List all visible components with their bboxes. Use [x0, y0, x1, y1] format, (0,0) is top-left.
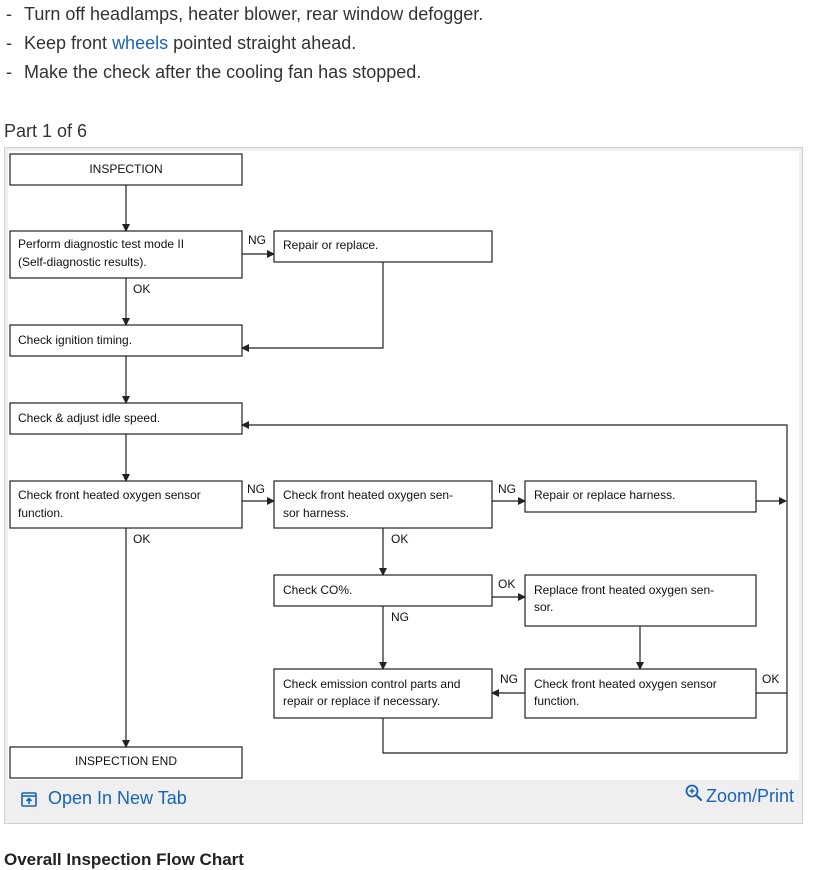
svg-text:repair or replace if necessary: repair or replace if necessary.: [283, 694, 440, 708]
svg-text:sor.: sor.: [534, 600, 553, 614]
box-ignition-timing: Check ignition timing.: [9, 324, 243, 357]
svg-text:function.: function.: [18, 506, 63, 520]
svg-text:(Self-diagnostic results).: (Self-diagnostic results).: [18, 255, 147, 269]
list-item: -Make the check after the cooling fan ha…: [6, 62, 422, 82]
box-repair-harness: Repair or replace harness.: [524, 480, 757, 513]
label-ng: NG: [500, 672, 518, 686]
svg-text:Repair or replace.: Repair or replace.: [283, 238, 378, 252]
label-ok: OK: [133, 532, 150, 546]
svg-text:Check front heated oxygen sens: Check front heated oxygen sensor: [534, 677, 717, 691]
zoom-print-button[interactable]: Zoom/Print: [684, 784, 794, 807]
figure-toolbar: Open In New Tab Zoom/Print: [5, 781, 802, 823]
list-item: -Turn off headlamps, heater blower, rear…: [6, 4, 484, 24]
open-in-new-tab-label: Open In New Tab: [48, 788, 187, 808]
part-indicator: Part 1 of 6: [4, 121, 88, 141]
svg-text:Check ignition timing.: Check ignition timing.: [18, 333, 132, 347]
open-in-new-tab-button[interactable]: Open In New Tab: [21, 788, 187, 809]
box-inspection: INSPECTION: [9, 153, 243, 186]
svg-text:Check front heated oxygen sen-: Check front heated oxygen sen-: [283, 488, 453, 502]
zoom-plus-icon: [685, 784, 703, 801]
precondition-list: -Turn off headlamps, heater blower, rear…: [6, 0, 483, 87]
svg-text:Repair or replace harness.: Repair or replace harness.: [534, 488, 675, 502]
wheels-link[interactable]: wheels: [112, 33, 169, 53]
label-ok: OK: [133, 282, 150, 296]
inspection-flowchart: INSPECTION Perform diagnostic test mode …: [9, 153, 788, 779]
bullet-text-end: pointed straight ahead.: [168, 33, 357, 53]
box-idle-speed: Check & adjust idle speed.: [9, 402, 243, 435]
box-o2-sensor-function: Check front heated oxygen sensor functio…: [9, 480, 243, 529]
svg-text:sor harness.: sor harness.: [283, 506, 349, 520]
svg-text:INSPECTION: INSPECTION: [89, 162, 162, 176]
svg-text:function.: function.: [534, 694, 579, 708]
bullet-text: Make the check after the cooling fan has…: [24, 62, 422, 82]
box-o2-sensor-function-recheck: Check front heated oxygen sensor functio…: [524, 668, 757, 719]
svg-text:Check emission control parts a: Check emission control parts and: [283, 677, 460, 691]
label-ng: NG: [498, 482, 516, 496]
list-item: -Keep front wheels pointed straight ahea…: [6, 33, 357, 53]
label-ng: NG: [247, 482, 265, 496]
label-ok: OK: [762, 672, 779, 686]
label-ok: OK: [498, 577, 515, 591]
section-heading: Overall Inspection Flow Chart: [4, 850, 244, 869]
bullet-text-start: Keep front: [24, 33, 113, 53]
box-replace-o2-sensor: Replace front heated oxygen sen- sor.: [524, 574, 757, 627]
zoom-print-label: Zoom/Print: [705, 786, 794, 806]
connector-lines: [122, 185, 788, 754]
bullet-text: Turn off headlamps, heater blower, rear …: [24, 4, 484, 24]
box-o2-sensor-harness: Check front heated oxygen sen- sor harne…: [273, 480, 493, 529]
branch-labels: NG OK NG OK NG OK OK NG NG OK: [133, 233, 779, 686]
box-emission-control: Check emission control parts and repair …: [273, 668, 493, 719]
svg-text:Check front heated oxygen sens: Check front heated oxygen sensor: [18, 488, 201, 502]
svg-text:INSPECTION END: INSPECTION END: [75, 754, 177, 768]
svg-text:Check CO%.: Check CO%.: [283, 583, 352, 597]
box-check-co: Check CO%.: [273, 574, 493, 607]
box-repair-replace: Repair or replace.: [273, 230, 493, 263]
svg-text:Replace front heated oxygen se: Replace front heated oxygen sen-: [534, 583, 714, 597]
box-inspection-end: INSPECTION END: [9, 746, 243, 779]
label-ok: OK: [391, 532, 408, 546]
flowchart-canvas: INSPECTION Perform diagnostic test mode …: [8, 151, 799, 780]
label-ng: NG: [391, 610, 409, 624]
open-new-tab-icon: [21, 791, 37, 807]
flowchart-figure: INSPECTION Perform diagnostic test mode …: [4, 147, 803, 824]
box-diagnostic-test: Perform diagnostic test mode II (Self-di…: [9, 230, 243, 279]
svg-text:Perform diagnostic test mode I: Perform diagnostic test mode II: [18, 237, 184, 251]
label-ng: NG: [248, 233, 266, 247]
svg-text:Check & adjust idle speed.: Check & adjust idle speed.: [18, 411, 160, 425]
